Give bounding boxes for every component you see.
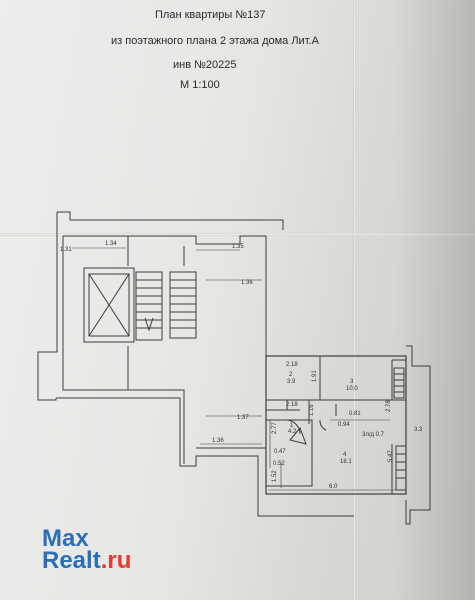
left-outer-wall: [37, 212, 58, 401]
plan-source: из поэтажного плана 2 этажа дома Лит.А: [111, 35, 319, 47]
stair-left-steps: [136, 279, 162, 329]
top-outer-wall: [57, 211, 284, 230]
window-upper-bars: [394, 373, 404, 393]
room-2-area: 3.9: [287, 379, 296, 385]
dim-094: 0.94: [338, 422, 350, 428]
watermark-realt: Realt: [42, 547, 101, 574]
balcony-inner: [391, 359, 406, 494]
stair-partitions: [127, 236, 185, 390]
room-4-area: 18.1: [340, 459, 352, 465]
dim-lines-top: [72, 247, 262, 281]
window-upper: [393, 367, 405, 399]
dim-134: 1.34: [105, 241, 117, 247]
stair-right: [169, 271, 197, 339]
stair-arrow: [144, 317, 154, 332]
door-arc-1: [285, 419, 301, 435]
elevator-cross: [88, 273, 130, 337]
dim-278: 2.78: [386, 400, 392, 412]
dim-lines-corridor: [200, 415, 262, 445]
dim-218-top: 2.18: [286, 362, 298, 368]
stair-left: [135, 271, 163, 341]
room-3-area: 10.0: [346, 386, 358, 392]
balcony-outline: [405, 345, 431, 525]
balcony-label: 3л/д 0.7: [362, 432, 385, 438]
dim-136-lower: 1.36: [212, 438, 224, 444]
dim-lines-apartment: [268, 419, 404, 491]
dim-137: 1.37: [237, 415, 249, 421]
door-arc-2: [319, 419, 327, 431]
apartment-outline: [265, 355, 407, 495]
door-swing-1: [289, 427, 307, 445]
watermark-max: Max: [42, 525, 89, 552]
window-lower-bars: [396, 453, 406, 479]
room-1-area: 4.2: [288, 429, 297, 435]
left-inner-wall: [62, 236, 185, 464]
dim-191: 1.91: [312, 370, 318, 382]
room-2-number: 2: [289, 372, 293, 378]
dim-218-mid: 2.18: [286, 402, 298, 408]
dim-047: 0.47: [274, 449, 286, 455]
bottom-outer-wall: [56, 397, 354, 517]
bath-wall: [266, 400, 300, 411]
elevator-frame: [83, 267, 135, 343]
dim-547: 5.47: [388, 450, 394, 462]
paper-fold-vertical: [353, 0, 356, 600]
dim-33: 3.3: [414, 427, 423, 433]
window-lower: [395, 445, 407, 491]
room-1-number: 1: [290, 423, 294, 429]
dim-60: 6.0: [329, 484, 338, 490]
elevator-shaft: [88, 273, 130, 337]
dim-116: 1.16: [309, 404, 315, 416]
dim-152: 1.52: [272, 470, 278, 482]
stair-right-steps: [170, 279, 196, 329]
dim-052: 0.52: [273, 461, 285, 467]
dim-131: 1.31: [60, 247, 72, 253]
room-4-number: 4: [343, 452, 347, 458]
watermark-ru: .ru: [100, 547, 132, 574]
paper-shadow: [395, 0, 475, 600]
dim-136-upper: 1.36: [241, 280, 253, 286]
dim-135: 1.35: [232, 244, 244, 250]
plan-scale: М 1:100: [180, 79, 220, 91]
watermark-logo: Max Realt.ru: [42, 525, 132, 574]
dim-081: 0.81: [349, 411, 361, 417]
inventory-number: инв №20225: [173, 59, 237, 71]
apartment-partitions: [266, 356, 406, 424]
room-3-number: 3: [350, 379, 354, 385]
dim-277: 2.77: [272, 422, 278, 434]
plan-title: План квартиры №137: [155, 9, 266, 21]
paper-fold-horizontal: [0, 233, 475, 236]
top-inner-wall: [63, 235, 267, 356]
